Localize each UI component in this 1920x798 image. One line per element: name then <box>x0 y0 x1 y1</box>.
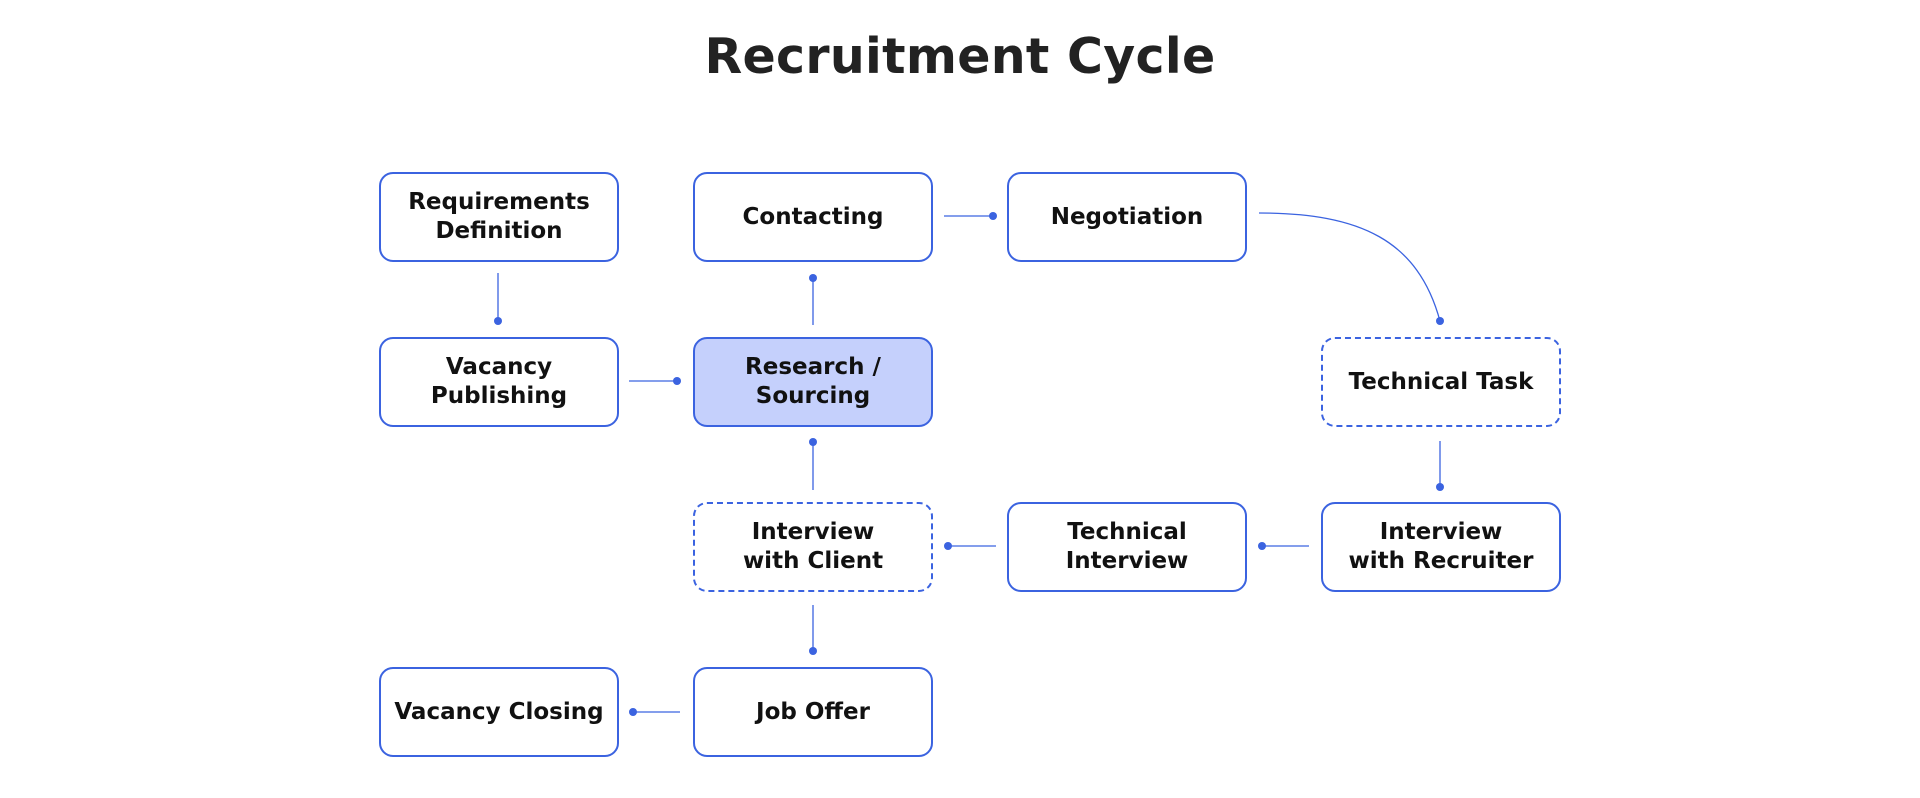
arrow-dot <box>944 542 952 550</box>
arrow-dot <box>1436 317 1444 325</box>
arrow-dot <box>629 708 637 716</box>
node-technical-interview: Technical Interview <box>1007 502 1247 592</box>
node-job-offer: Job Offer <box>693 667 933 757</box>
node-label: Negotiation <box>1050 203 1204 230</box>
node-label: Research / Sourcing <box>745 354 881 409</box>
node-interview-with-recruiter: Interview with Recruiter <box>1321 502 1561 592</box>
node-requirements-definition: Requirements Definition <box>379 172 619 262</box>
node-negotiation: Negotiation <box>1007 172 1247 262</box>
node-vacancy-closing: Vacancy Closing <box>379 667 619 757</box>
arrow-dot <box>989 212 997 220</box>
node-interview-with-client: Interview with Client <box>693 502 933 592</box>
node-label: Job Offer <box>756 698 870 725</box>
arrow-dot <box>494 317 502 325</box>
node-label: Requirements Definition <box>408 189 590 244</box>
node-label: Contacting <box>742 203 884 230</box>
arrow-dot <box>809 438 817 446</box>
arrow-dot <box>673 377 681 385</box>
node-label: Technical Task <box>1348 368 1534 395</box>
node-label: Vacancy Closing <box>394 698 604 725</box>
node-technical-task: Technical Task <box>1321 337 1561 427</box>
node-label: Technical Interview <box>1065 519 1189 574</box>
page-title: Recruitment Cycle <box>704 28 1216 85</box>
node-research-sourcing: Research / Sourcing <box>693 337 933 427</box>
node-label: Interview with Recruiter <box>1348 519 1534 574</box>
node-vacancy-publishing: Vacancy Publishing <box>379 337 619 427</box>
arrow-dot <box>1436 483 1444 491</box>
arrow-dot <box>809 647 817 655</box>
node-label: Vacancy Publishing <box>430 354 568 409</box>
node-contacting: Contacting <box>693 172 933 262</box>
node-label: Interview with Client <box>742 519 884 574</box>
edge-negotiation-to-technical-task <box>1258 212 1441 322</box>
arrow-dot <box>1258 542 1266 550</box>
arrow-dot <box>809 274 817 282</box>
